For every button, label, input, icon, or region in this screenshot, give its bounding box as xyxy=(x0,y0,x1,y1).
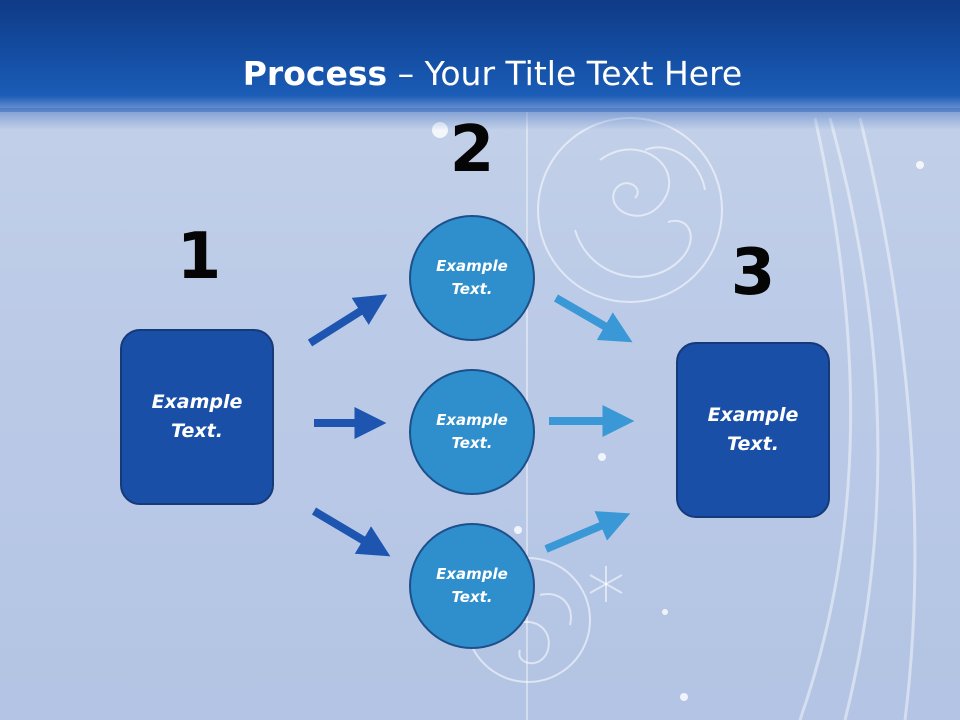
title-bar xyxy=(0,0,960,112)
title-bold: Process xyxy=(242,54,388,93)
step-number-1: 1 xyxy=(176,220,222,294)
process-box-left: Example Text. xyxy=(120,329,274,505)
process-circle-bottom: Example Text. xyxy=(409,523,535,649)
arrow-right-up xyxy=(544,511,631,553)
process-circle-top-text: Example Text. xyxy=(436,257,508,298)
title-bar-fade xyxy=(0,108,960,130)
slide-title: Process – Your Title Text Here xyxy=(0,52,960,96)
step-number-2: 2 xyxy=(449,113,495,187)
process-box-right-text: Example Text. xyxy=(707,404,799,455)
snowflake xyxy=(589,566,623,602)
arrow-left-up xyxy=(307,294,388,347)
arrow-left-down xyxy=(311,507,391,557)
process-circle-middle-text: Example Text. xyxy=(436,411,508,452)
process-box-right: Example Text. xyxy=(676,342,830,518)
process-box-left-text: Example Text. xyxy=(151,391,243,442)
process-circle-middle: Example Text. xyxy=(409,369,535,495)
step-number-3: 3 xyxy=(730,236,776,310)
process-circle-top: Example Text. xyxy=(409,215,535,341)
process-circle-bottom-text: Example Text. xyxy=(436,565,508,606)
arrow-right-down xyxy=(553,294,633,343)
title-rest: – Your Title Text Here xyxy=(387,54,743,93)
